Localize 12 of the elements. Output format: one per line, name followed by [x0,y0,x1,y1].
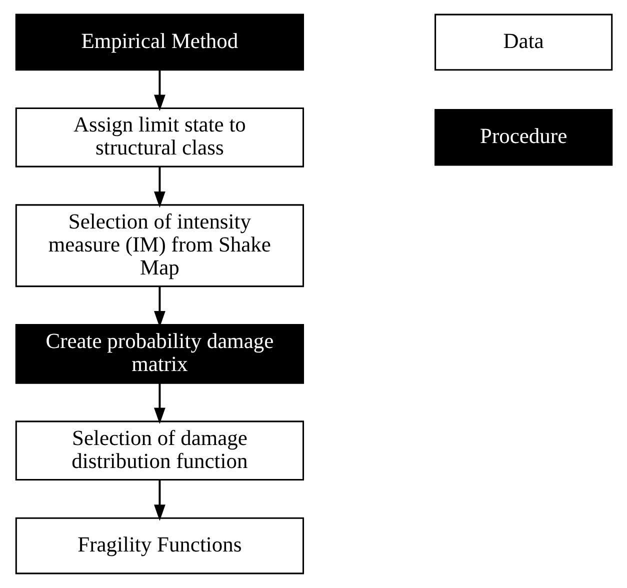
node-box: Selection of intensity measure (IM) from Shake Map [14,204,304,288]
node-box: Empirical Method [14,14,304,71]
legend-label: Data [502,28,544,53]
arrow [154,167,165,208]
node-box: Fragility Functions [14,517,304,574]
node-box: Assign limit state to structural class [14,107,304,168]
arrow [154,480,165,521]
arrow [154,384,165,424]
node-box: Selection of damage distribution function [14,420,304,481]
node-box: Create probability damage matrix [14,324,304,384]
legend-label: Procedure [480,124,567,148]
arrow [154,70,165,112]
